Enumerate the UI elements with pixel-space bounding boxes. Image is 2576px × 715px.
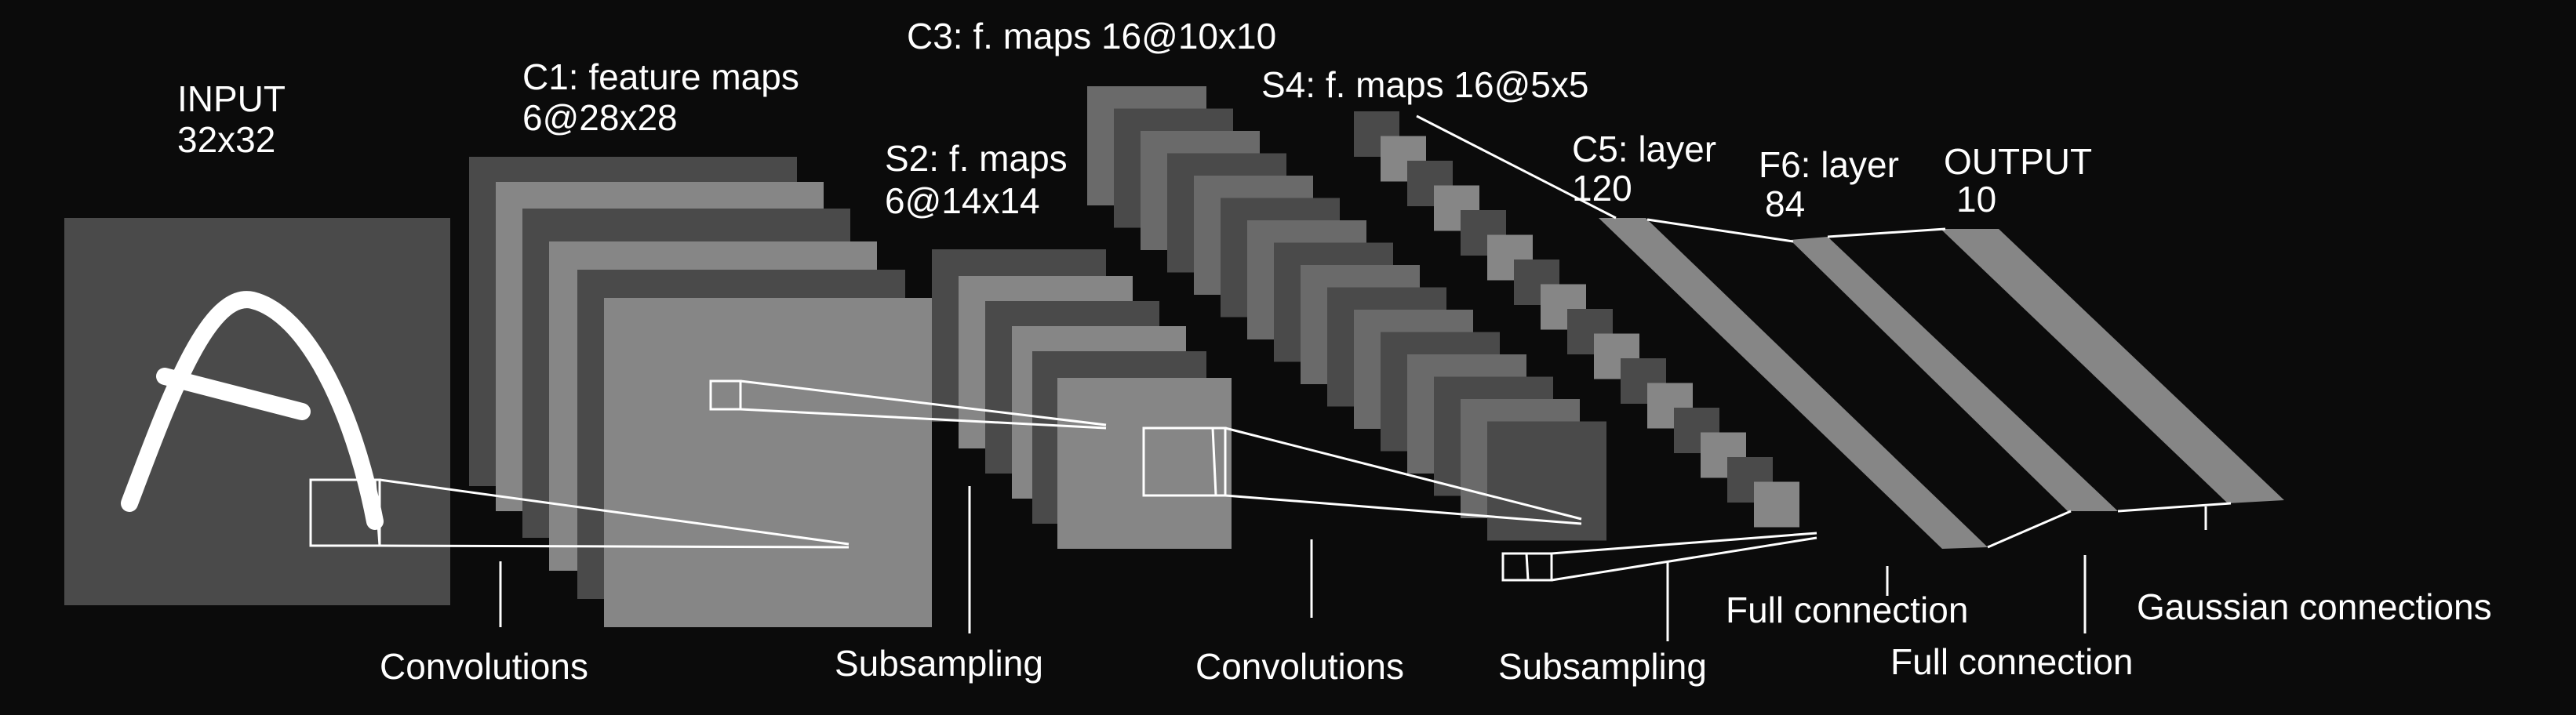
c3-to-s4-line-top [1551,532,1817,555]
input-glyph-a [121,291,384,530]
c3-to-s4-line-bottom [1551,536,1817,582]
full2-label: Full connection [1890,641,2133,682]
input-to-c1-line-bottom [379,544,850,549]
f6-layer-bar [1790,237,2118,511]
operation-labels: Convolutions Subsampling Convolutions Su… [380,586,2492,687]
output-label: OUTPUT [1944,141,2092,182]
c1-to-s2-line-top [740,379,1107,426]
c1-label: C1: feature maps [522,56,799,97]
c1-size-label: 6@28x28 [522,97,678,138]
s2-label: S2: f. maps [885,138,1068,179]
dense-layers [1599,218,2284,549]
input-plane [64,218,450,605]
f6-size-label: 84 [1765,183,1805,224]
c5-layer-bar [1599,218,1988,549]
c1-map-6 [604,298,932,627]
input-layer [64,218,450,605]
f6-to-output-line-top [1827,227,1946,238]
output-size-label: 10 [1956,179,1996,220]
s4-map-16 [1754,481,1799,528]
f6-to-output-line-bottom [2117,502,2232,513]
f6-label: F6: layer [1759,144,1899,185]
input-box-inner-edge [373,479,381,546]
c5-label: C5: layer [1572,129,1716,169]
output-layer-bar [1941,229,2284,503]
s2-to-c3-line-top [1224,426,1582,521]
full1-label: Full connection [1726,590,1968,630]
s2-receptive-box [1142,426,1227,497]
c5-to-f6-line-bottom [1987,510,2072,549]
layer-labels: INPUT 32x32 C1: feature maps 6@28x28 S2:… [177,16,2092,224]
operation-ticks [499,486,2207,641]
s2-box-inner-edge [1211,427,1217,496]
s4-feature-maps [1354,111,1799,528]
s2-to-c3-line-bottom [1224,494,1582,525]
input-to-c1-line-top [379,478,850,546]
input-size-label: 32x32 [177,119,275,160]
c3-box-inner-edge [1525,553,1530,581]
c5-to-f6-line-top [1646,218,1794,243]
c1-to-s2-line-bottom [740,408,1107,430]
c3-label: C3: f. maps 16@10x10 [907,16,1276,56]
conv2-label: Convolutions [1195,646,1404,687]
connection-lines [309,114,2232,582]
sub2-label: Subsampling [1498,646,1707,687]
s4-to-c5-line [1416,114,1617,220]
input-label: INPUT [177,78,286,119]
c3-map-16 [1487,421,1606,541]
s2-size-label: 6@14x14 [885,180,1040,221]
sub1-label: Subsampling [835,643,1043,684]
input-receptive-box [309,478,381,547]
c1-receptive-box [709,379,742,411]
s4-label: S4: f. maps 16@5x5 [1261,64,1588,105]
gauss-label: Gaussian connections [2137,586,2492,627]
c3-feature-maps [1087,86,1606,541]
c1-feature-maps [469,157,932,627]
c5-size-label: 120 [1572,168,1632,209]
conv1-label: Convolutions [380,646,588,687]
